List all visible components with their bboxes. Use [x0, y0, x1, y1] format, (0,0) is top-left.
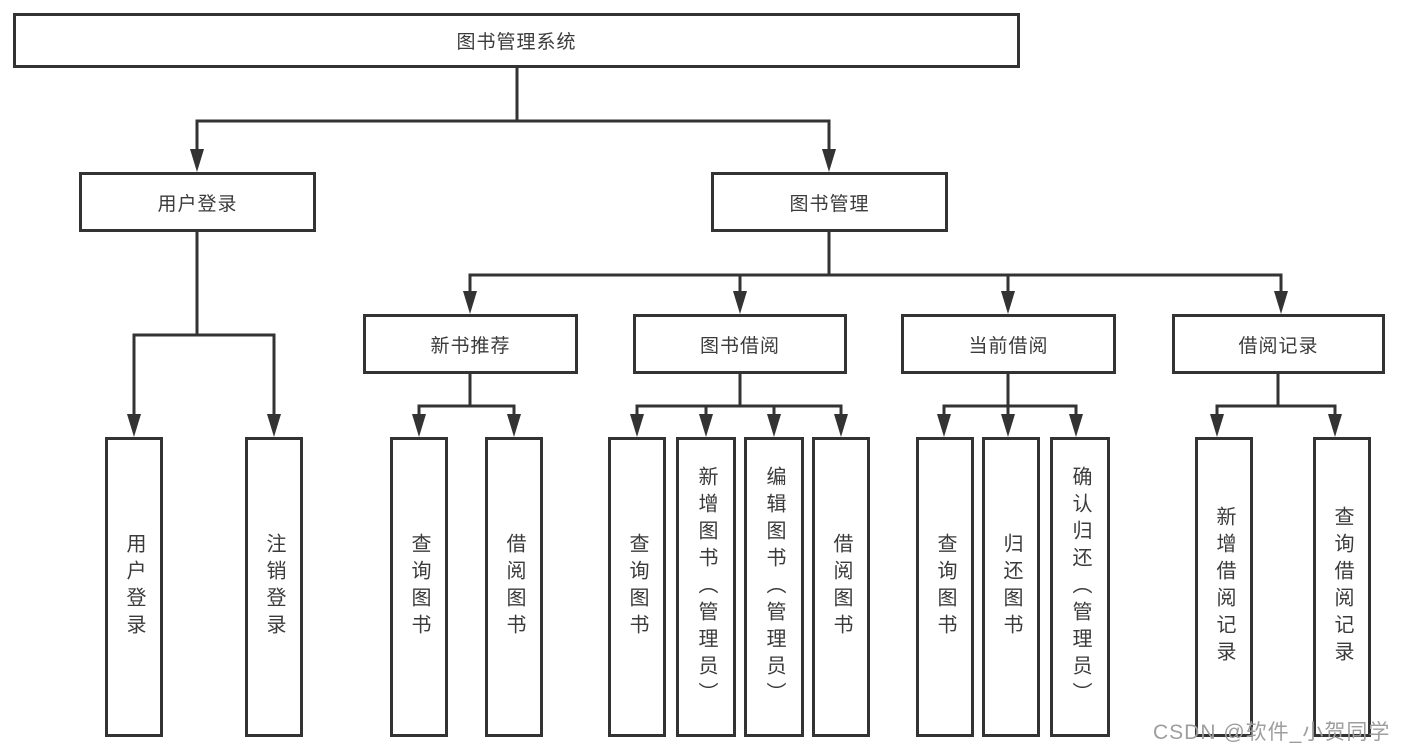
node-user-login: 用户登录	[79, 172, 316, 232]
csdn-watermark: CSDN @软件_小贺同学	[1153, 721, 1391, 744]
leaf-borrow-books-recommend: 借阅图书	[485, 437, 543, 737]
leaf-query-books-recommend: 查询图书	[390, 437, 448, 737]
leaf-add-borrow-record: 新增借阅记录	[1195, 437, 1253, 737]
node-borrow-records: 借阅记录	[1172, 314, 1385, 374]
leaf-query-books-current: 查询图书	[916, 437, 974, 737]
leaf-add-book-admin: 新增图书（管理员）	[676, 437, 736, 737]
leaf-edit-book-admin: 编辑图书（管理员）	[744, 437, 804, 737]
node-label: 新书推荐	[430, 335, 511, 357]
node-label: 当前借阅	[968, 335, 1049, 357]
leaf-return-books: 归还图书	[982, 437, 1040, 737]
leaf-label: 查询图书	[934, 533, 956, 641]
leaf-borrow-books: 借阅图书	[812, 437, 870, 737]
node-book-borrow: 图书借阅	[633, 314, 847, 374]
leaf-label: 借阅图书	[503, 533, 525, 641]
leaf-query-borrow-record: 查询借阅记录	[1313, 437, 1371, 737]
node-label: 图书管理系统	[456, 32, 577, 53]
node-label: 借阅记录	[1238, 335, 1319, 357]
leaf-label: 新增图书（管理员）	[695, 465, 717, 709]
node-label: 用户登录	[157, 193, 238, 215]
leaf-label: 用户登录	[123, 533, 145, 641]
node-current-borrow: 当前借阅	[901, 314, 1116, 374]
node-label: 图书管理	[789, 193, 870, 215]
leaf-logout: 注销登录	[245, 437, 303, 737]
leaf-label: 查询图书	[408, 533, 430, 641]
node-book-management: 图书管理	[711, 172, 948, 232]
leaf-label: 编辑图书（管理员）	[763, 465, 785, 709]
leaf-label: 借阅图书	[830, 533, 852, 641]
leaf-label: 注销登录	[263, 533, 285, 641]
leaf-label: 新增借阅记录	[1213, 506, 1235, 668]
node-new-book-recommend: 新书推荐	[363, 314, 578, 374]
node-label: 图书借阅	[699, 335, 780, 357]
leaf-label: 归还图书	[1000, 533, 1022, 641]
leaf-label: 确认归还（管理员）	[1069, 465, 1091, 709]
leaf-label: 查询借阅记录	[1331, 506, 1353, 668]
leaf-user-login: 用户登录	[105, 437, 163, 737]
leaf-label: 查询图书	[626, 533, 648, 641]
leaf-query-books-borrow: 查询图书	[608, 437, 666, 737]
node-library-management-system: 图书管理系统	[13, 13, 1020, 68]
leaf-confirm-return-admin: 确认归还（管理员）	[1050, 437, 1110, 737]
